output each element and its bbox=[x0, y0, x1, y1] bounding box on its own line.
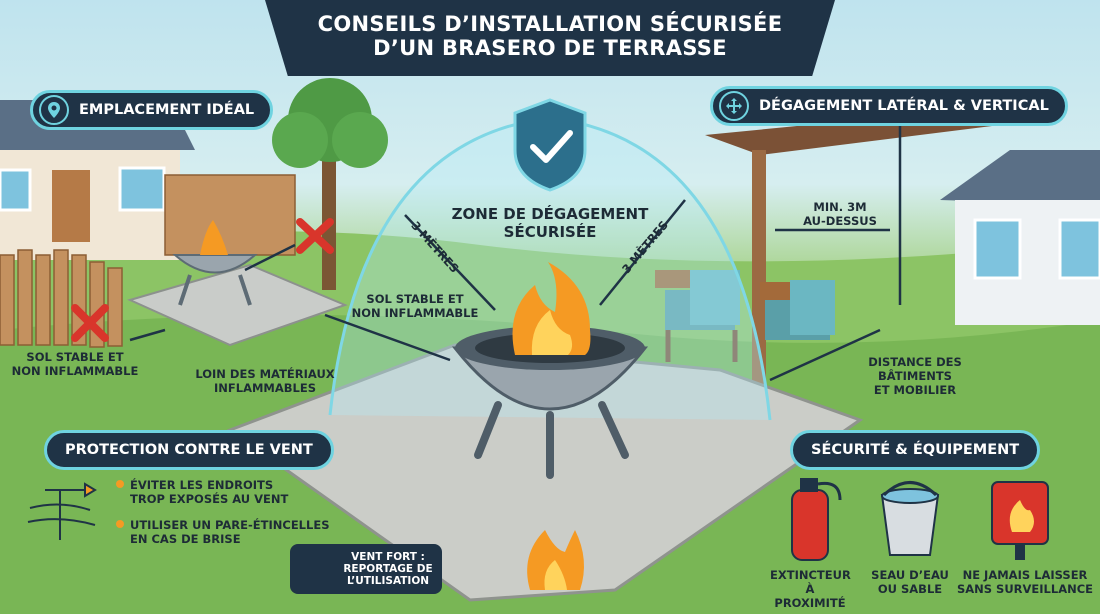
away-from-flammables-label: LOIN DES MATÉRIAUX INFLAMMABLES bbox=[185, 367, 345, 395]
title-line-1: CONSEILS D’INSTALLATION SÉCURISÉE bbox=[317, 12, 783, 36]
unattended-line-1: NE JAMAIS LAISSER bbox=[962, 568, 1088, 582]
zone-label: ZONE DE DÉGAGEMENT SÉCURISÉE bbox=[440, 205, 660, 241]
far-line-1: LOIN DES MATÉRIAUX bbox=[195, 367, 335, 381]
distance-line-1: DISTANCE DES BÂTIMENTS bbox=[868, 355, 962, 383]
title-line-2: D’UN BRASERO DE TERRASSE bbox=[373, 36, 727, 60]
wind-tip-2-line-1: UTILISER UN PARE-ÉTINCELLES bbox=[130, 518, 330, 532]
extinguisher-line-2: À PROXIMITÉ bbox=[774, 582, 846, 610]
equipment-label-bucket: SEAU D’EAU OU SABLE bbox=[870, 568, 950, 596]
placement-section-header: EMPLACEMENT IDÉAL bbox=[30, 90, 274, 130]
warning-line-1: VENT FORT : bbox=[351, 551, 425, 563]
stable-ground-left-label: SOL STABLE ET NON INFLAMMABLE bbox=[0, 350, 150, 378]
extinguisher-line-1: EXTINCTEUR bbox=[770, 568, 851, 582]
left-house-illustration bbox=[0, 100, 195, 260]
patio-slab bbox=[226, 343, 864, 602]
stable-left-line-1: SOL STABLE ET bbox=[26, 350, 124, 364]
min-above-line-2: AU-DESSUS bbox=[803, 214, 877, 228]
placement-section-label: EMPLACEMENT IDÉAL bbox=[79, 102, 255, 118]
wind-tip-1-line-1: ÉVITER LES ENDROITS bbox=[130, 478, 274, 492]
main-brasero-illustration bbox=[451, 326, 649, 479]
bucket-line-1: SEAU D’EAU bbox=[871, 568, 949, 582]
wood-fence-illustration bbox=[0, 174, 296, 348]
stable-left-line-2: NON INFLAMMABLE bbox=[11, 364, 139, 378]
far-line-2: INFLAMMABLES bbox=[213, 381, 316, 395]
bottom-flame-icon bbox=[527, 530, 584, 590]
stable-ground-center-label: SOL STABLE ET NON INFLAMMABLE bbox=[345, 292, 485, 320]
safety-section-header: SÉCURITÉ & ÉQUIPEMENT bbox=[790, 430, 1041, 470]
location-pin-icon bbox=[39, 95, 69, 125]
four-arrows-icon bbox=[719, 91, 749, 121]
fire-extinguisher-icon bbox=[791, 478, 842, 561]
wind-tip-2: UTILISER UN PARE-ÉTINCELLES EN CAS DE BR… bbox=[130, 518, 345, 546]
distance-label: DISTANCE DES BÂTIMENTS ET MOBILIER bbox=[830, 355, 1000, 397]
equipment-label-unattended: NE JAMAIS LAISSER SANS SURVEILLANCE bbox=[955, 568, 1095, 596]
safety-section-label: SÉCURITÉ & ÉQUIPEMENT bbox=[811, 442, 1020, 458]
warning-line-3: L’UTILISATION bbox=[346, 575, 430, 587]
bucket-line-2: OU SABLE bbox=[877, 582, 943, 596]
stable-center-line-2: NON INFLAMMABLE bbox=[351, 306, 479, 320]
bullet-icon bbox=[116, 480, 124, 488]
small-slab bbox=[127, 263, 348, 347]
garden-chairs-illustration bbox=[655, 270, 835, 362]
measurement-arrows bbox=[129, 125, 902, 382]
wind-section-header: PROTECTION CONTRE LE VENT bbox=[44, 430, 334, 470]
strong-wind-warning: VENT FORT : REPORTAGE DE L’UTILISATION bbox=[290, 544, 442, 594]
unattended-line-2: SANS SURVEILLANCE bbox=[956, 582, 1094, 596]
clearance-section-label: DÉGAGEMENT LATÉRAL & VERTICAL bbox=[759, 98, 1049, 114]
wind-tip-2-line-2: EN CAS DE BRISE bbox=[130, 532, 241, 546]
zone-label-line-1: ZONE DE DÉGAGEMENT bbox=[451, 205, 649, 223]
flame-icon bbox=[512, 262, 591, 355]
wind-tip-1: ÉVITER LES ENDROITS TROP EXPOSÉS AU VENT bbox=[130, 478, 300, 506]
clearance-section-header: DÉGAGEMENT LATÉRAL & VERTICAL bbox=[710, 86, 1068, 126]
min-above-label: MIN. 3M AU-DESSUS bbox=[790, 200, 890, 228]
equipment-label-extinguisher: EXTINCTEUR À PROXIMITÉ bbox=[770, 568, 851, 610]
warning-line-2: REPORTAGE DE bbox=[343, 563, 433, 575]
water-bucket-icon bbox=[880, 481, 940, 556]
shield-check-icon bbox=[513, 98, 587, 192]
weather-vane-icon bbox=[27, 482, 97, 540]
forbidden-x-icon bbox=[71, 218, 334, 342]
distance-line-2: ET MOBILIER bbox=[873, 383, 957, 397]
title-banner: CONSEILS D’INSTALLATION SÉCURISÉE D’UN B… bbox=[265, 0, 835, 76]
small-brasero-illustration bbox=[172, 220, 258, 306]
min-above-line-1: MIN. 3M bbox=[813, 200, 867, 214]
zone-label-line-2: SÉCURISÉE bbox=[503, 223, 597, 241]
stable-center-line-1: SOL STABLE ET bbox=[366, 292, 464, 306]
wind-section-label: PROTECTION CONTRE LE VENT bbox=[65, 442, 313, 458]
bullet-icon bbox=[116, 520, 124, 528]
right-house-illustration bbox=[940, 150, 1100, 325]
no-unattended-fire-icon bbox=[991, 481, 1049, 560]
wind-tip-1-line-2: TROP EXPOSÉS AU VENT bbox=[130, 492, 289, 506]
